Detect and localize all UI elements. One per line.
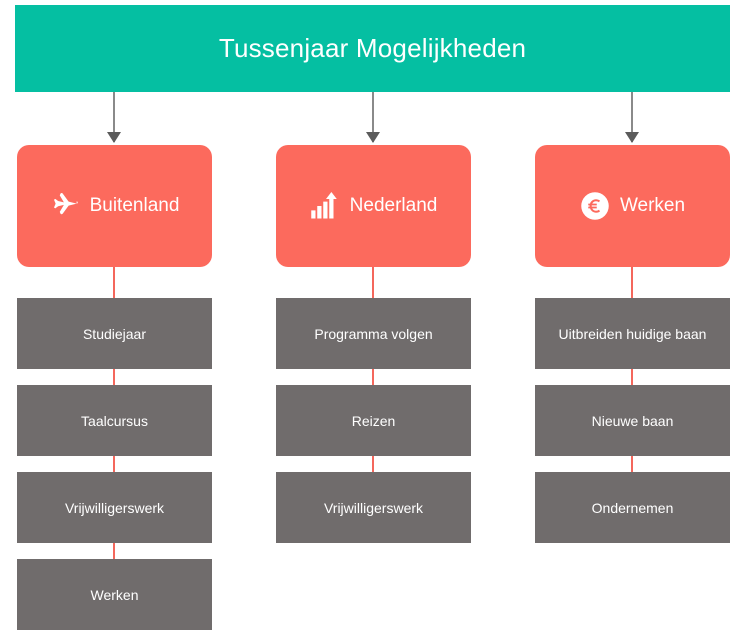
- link-line-c3-0: [631, 267, 633, 298]
- item-box-werken-buitenland[interactable]: Werken: [17, 559, 212, 630]
- airplane-icon: [50, 191, 80, 221]
- item-box-taalcursus[interactable]: Taalcursus: [17, 385, 212, 456]
- category-label: Buitenland: [89, 195, 180, 216]
- item-label: Vrijwilligerswerk: [64, 499, 165, 516]
- bar-chart-growth-icon: [310, 191, 340, 221]
- item-box-nieuwe-baan[interactable]: Nieuwe baan: [535, 385, 730, 456]
- connector-arrow-column-3: [625, 92, 639, 143]
- arrow-head-icon: [366, 132, 380, 143]
- item-box-ondernemen[interactable]: Ondernemen: [535, 472, 730, 543]
- item-label: Werken: [90, 586, 139, 603]
- item-box-uitbreiden-huidige-baan[interactable]: Uitbreiden huidige baan: [535, 298, 730, 369]
- link-line-c1-1: [113, 369, 115, 385]
- item-label: Nieuwe baan: [591, 412, 674, 429]
- link-line-c1-2: [113, 456, 115, 472]
- category-label: Nederland: [349, 195, 438, 216]
- category-box-nederland[interactable]: Nederland: [276, 145, 471, 267]
- category-content: Werken: [580, 191, 685, 221]
- connector-line: [372, 92, 374, 142]
- item-box-reizen[interactable]: Reizen: [276, 385, 471, 456]
- link-line-c1-3: [113, 543, 115, 559]
- link-line-c2-0: [372, 267, 374, 298]
- diagram-header: Tussenjaar Mogelijkheden: [15, 5, 730, 92]
- item-label: Studiejaar: [82, 325, 147, 342]
- arrow-head-icon: [625, 132, 639, 143]
- item-label: Reizen: [351, 412, 396, 429]
- link-line-c2-2: [372, 456, 374, 472]
- item-label: Uitbreiden huidige baan: [558, 325, 707, 342]
- item-label: Taalcursus: [81, 412, 148, 429]
- item-box-vrijwilligerswerk-nederland[interactable]: Vrijwilligerswerk: [276, 472, 471, 543]
- euro-coin-icon: [580, 191, 610, 221]
- link-line-c1-0: [113, 267, 115, 298]
- category-box-werken[interactable]: Werken: [535, 145, 730, 267]
- item-label: Ondernemen: [591, 499, 674, 516]
- link-line-c2-1: [372, 369, 374, 385]
- connector-arrow-column-1: [107, 92, 121, 143]
- item-label: Programma volgen: [314, 325, 433, 342]
- category-box-buitenland[interactable]: Buitenland: [17, 145, 212, 267]
- link-line-c3-1: [631, 369, 633, 385]
- arrow-head-icon: [107, 132, 121, 143]
- item-box-programma-volgen[interactable]: Programma volgen: [276, 298, 471, 369]
- item-box-studiejaar[interactable]: Studiejaar: [17, 298, 212, 369]
- item-label: Vrijwilligerswerk: [323, 499, 424, 516]
- item-box-vrijwilligerswerk-buitenland[interactable]: Vrijwilligerswerk: [17, 472, 212, 543]
- connector-line: [631, 92, 633, 142]
- page-title: Tussenjaar Mogelijkheden: [218, 33, 527, 63]
- link-line-c3-2: [631, 456, 633, 472]
- category-label: Werken: [619, 195, 686, 216]
- connector-arrow-column-2: [366, 92, 380, 143]
- category-content: Buitenland: [50, 191, 180, 221]
- connector-line: [113, 92, 115, 142]
- category-content: Nederland: [310, 191, 438, 221]
